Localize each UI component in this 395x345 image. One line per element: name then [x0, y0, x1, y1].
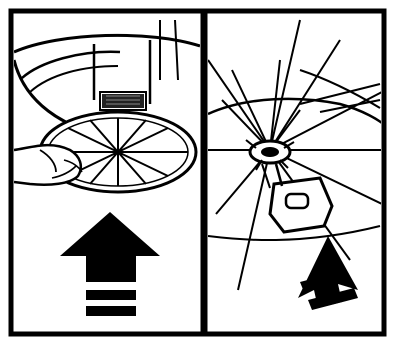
right-panel	[205, 11, 388, 334]
right-panel-border	[205, 11, 384, 334]
left-panel	[11, 11, 203, 334]
